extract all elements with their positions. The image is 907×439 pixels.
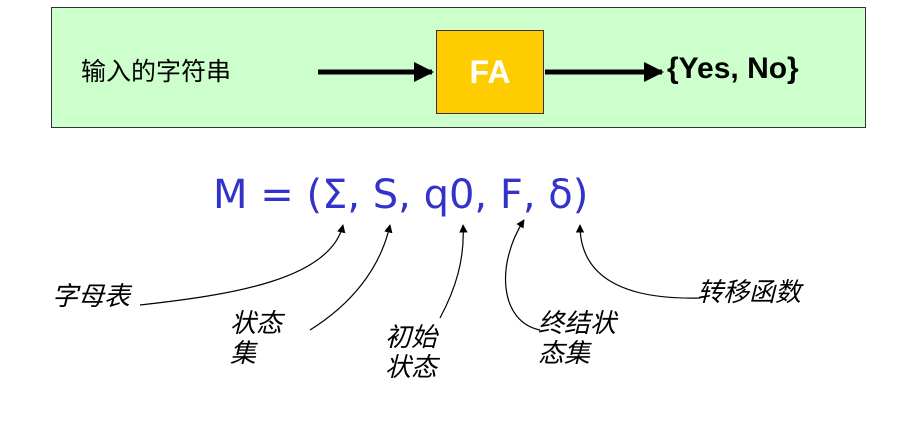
transition-function-annotation: 转移函数 — [697, 278, 802, 308]
alphabet-annotation: 字母表 — [52, 282, 131, 312]
initial-state-annotation: 初始 状态 — [385, 323, 438, 383]
state-set-arrow — [309, 224, 393, 331]
fa-label: FA — [469, 53, 511, 90]
state-set-annotation: 状态 集 — [230, 309, 283, 369]
automaton-formula: M = (Σ, S, q0, F, δ) — [213, 172, 589, 218]
final-state-set-annotation: 终结状 态集 — [538, 309, 617, 369]
output-label: {Yes, No} — [667, 52, 799, 85]
initial-state-arrow — [439, 224, 468, 319]
fa-box: FA — [436, 30, 544, 114]
final-state-set-arrow — [505, 219, 541, 331]
alphabet-arrow — [139, 224, 346, 306]
input-string-label: 输入的字符串 — [81, 57, 232, 86]
transition-function-arrow — [575, 224, 701, 299]
